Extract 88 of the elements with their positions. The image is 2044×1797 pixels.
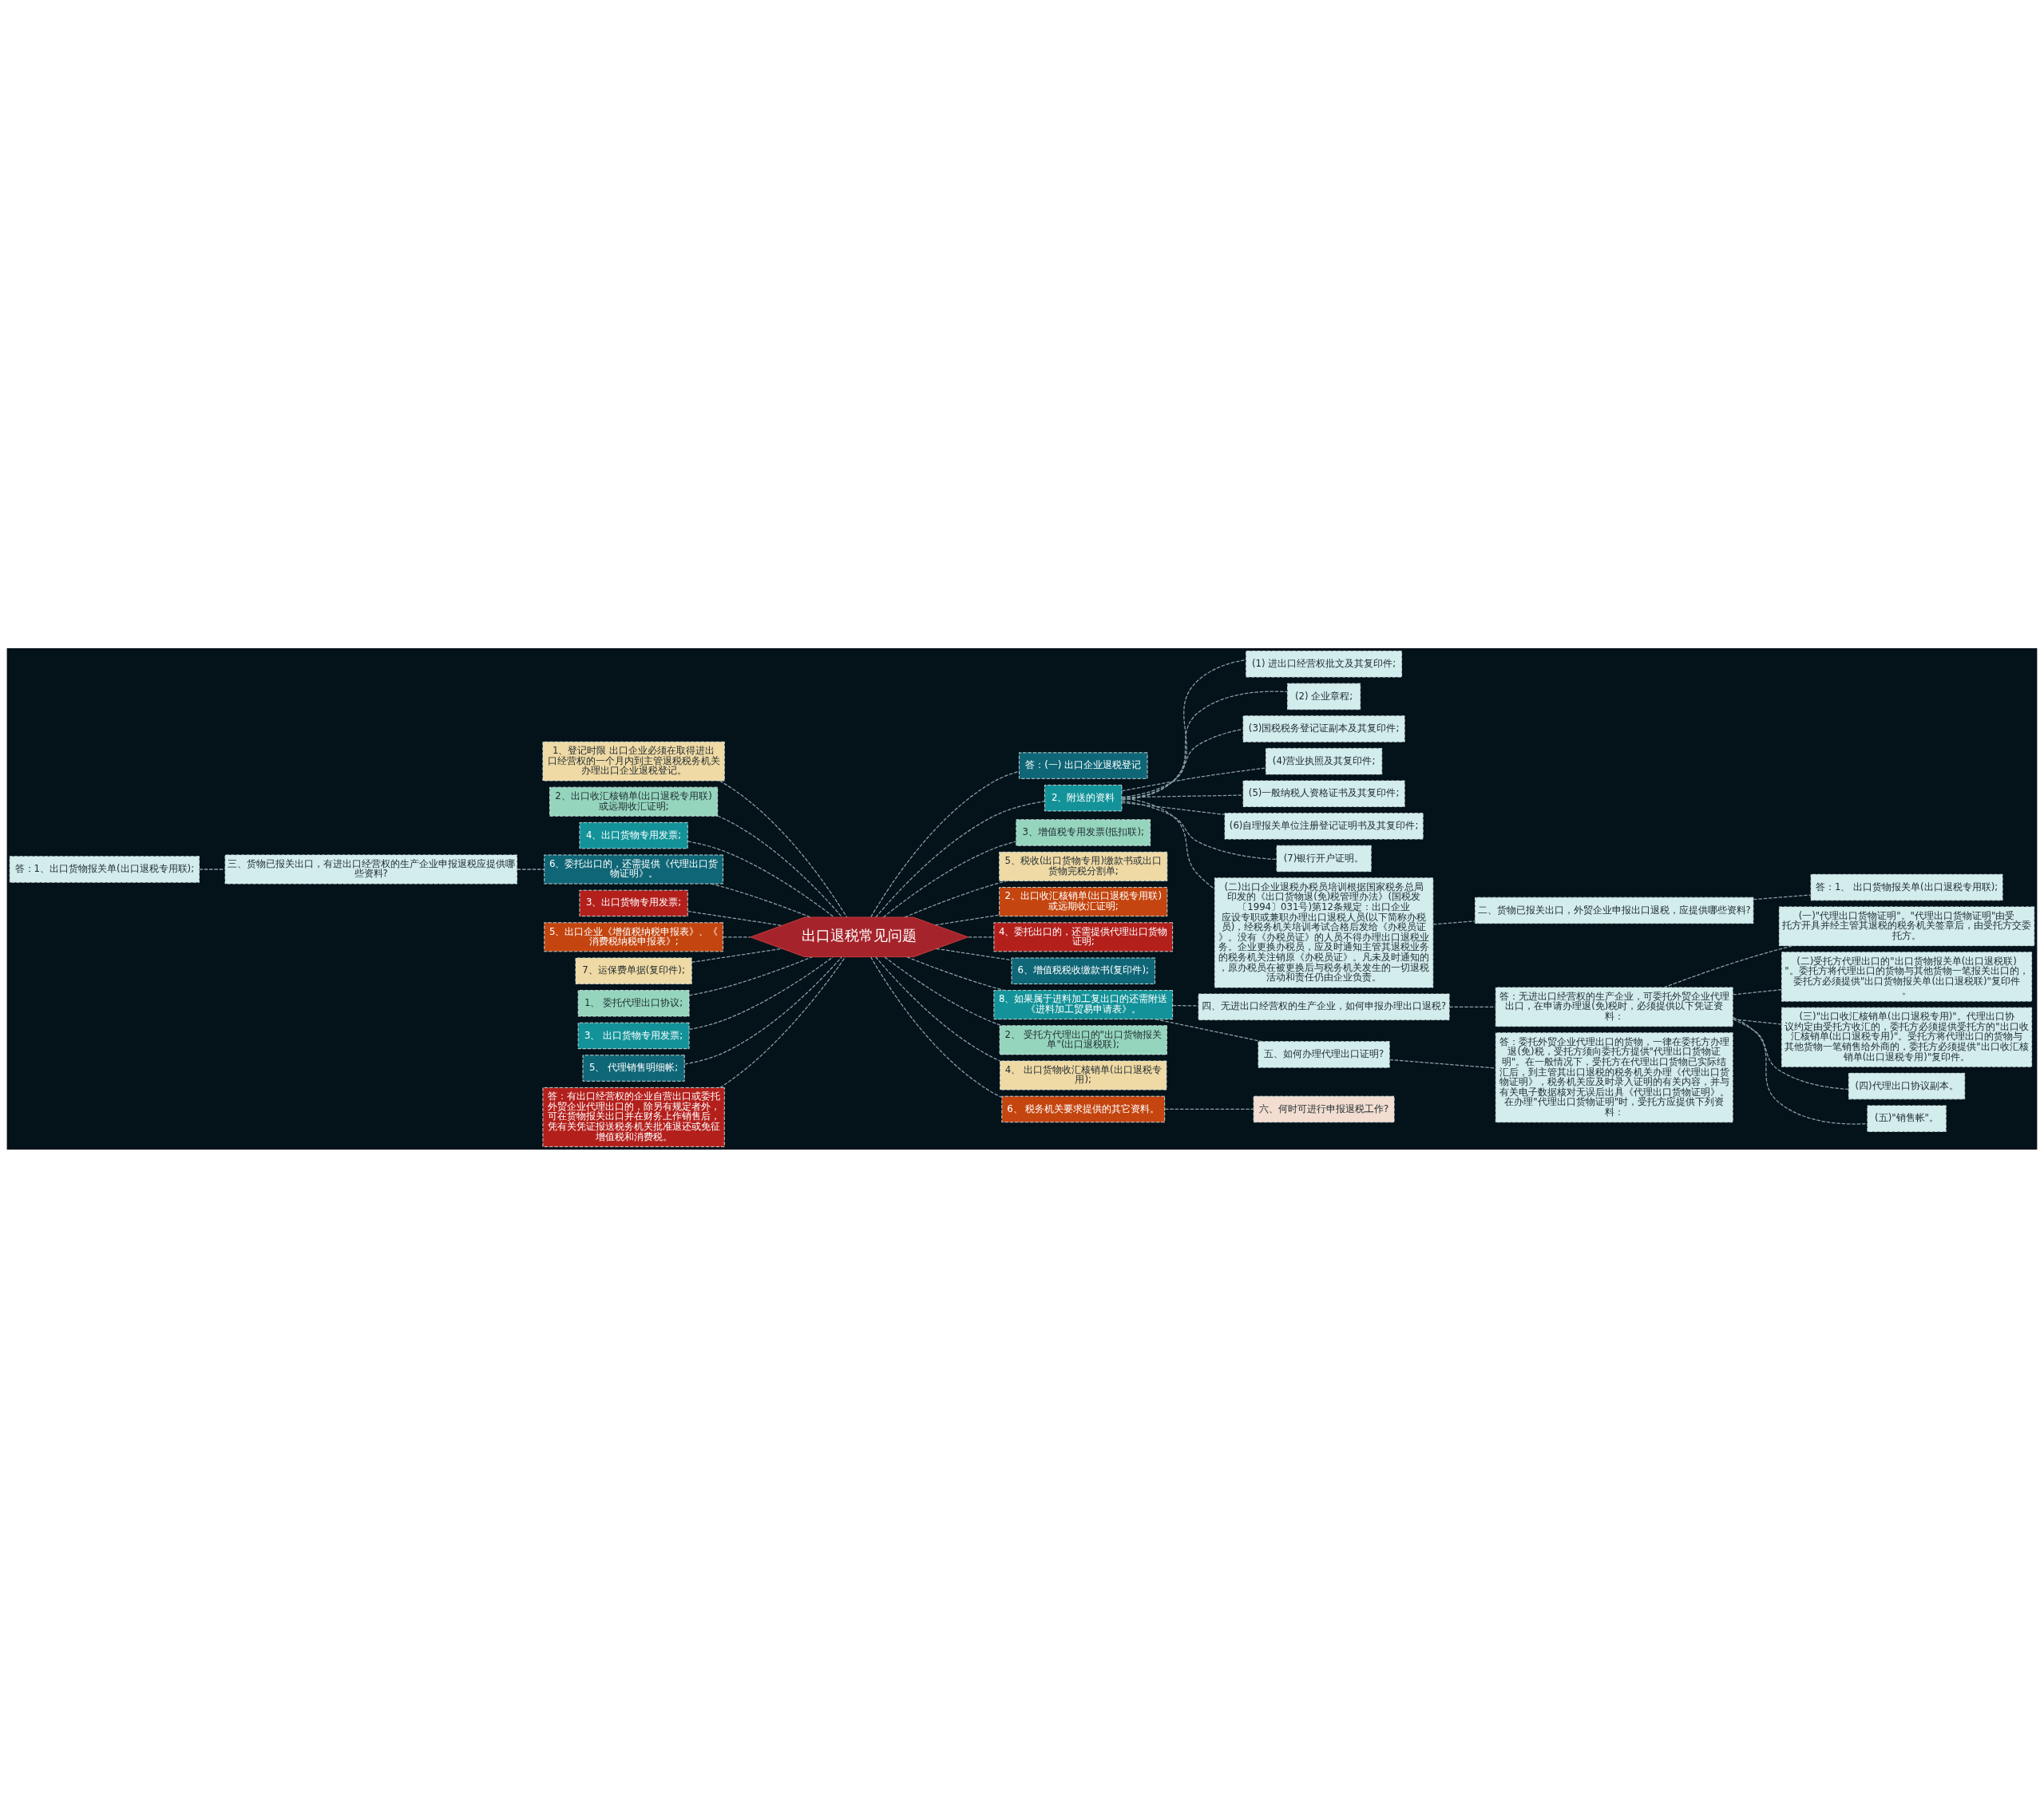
connector <box>875 800 1046 918</box>
node-box: 6、增值税税收缴款书(复印件); <box>1011 957 1155 984</box>
node-box: 2、附送的资料 <box>1044 784 1123 811</box>
connector <box>719 956 846 1088</box>
node-box: 答：1、出口货物报关单(出口退税专用联); <box>9 855 200 883</box>
node-box: 答：(一) 出口企业退税登记 <box>1019 751 1148 779</box>
connector <box>935 948 1012 960</box>
connector <box>516 868 545 870</box>
connector <box>1121 766 1266 791</box>
connector <box>875 956 1001 1062</box>
node-box: 答：委托外贸企业代理出口的货物，一律在委托方办理退(免)税，受托方须向委托方提供"代理出口货物证明"。在一般情况下，受托方在代理出口货物已实际结汇后，到主管其出口退税的税务机关办理《代理出口货物证明》，税务机关应及时录入证明的有关内容，并与有关电子数据核对无误后出具《代理出口货物证明》。在办理"代理出口货物证明"时，受托方应提供下列资料： <box>1495 1031 1733 1122</box>
node-box: 3、增值税专用发票(抵扣联); <box>1016 818 1151 846</box>
node-box: 答：有出口经营权的企业自营出口或委托外贸企业代理出口的，除另有规定者外，可在货物报关出口并在财务上作销售后，凭有关凭证报送税务机关批准退还或免征增值税和消费税。 <box>542 1087 725 1147</box>
connector <box>884 956 1002 1026</box>
node-box: 2、出口收汇核销单(出口退税专用联)或远期收汇证明; <box>549 786 719 817</box>
connector <box>1448 1006 1496 1007</box>
node-box: 四、无进出口经营权的生产企业，如何申报办理出口退税? <box>1198 993 1450 1020</box>
connector <box>1121 690 1289 800</box>
node-box: (二)出口企业退税办税员培训根据国家税务总局印发的《出口货物退(免)税管理办法》(国税发〔1994〕031号)第12条规定：出口企业应设专职或兼职办理出口退税人员(以下简称办税员)，经税务机关培训考试合格后发给《办税员证》。没有《办税员证》的人员不得办理出口退税业务。企业更换办税员，应及时通知主管其退税业务的税务机关注销原《办税员证》。凡未及时通知的，原办税员在被更换后与税务机关发生的一切退税活动和责任仍由企业负责。 <box>1214 877 1434 988</box>
node-box: 五、如何办理代理出口证明? <box>1258 1040 1390 1068</box>
node-box: 六、何时可进行申报退税工作? <box>1253 1095 1395 1122</box>
connector <box>934 914 1000 925</box>
connector <box>882 840 1017 918</box>
node-box: (2) 企业章程; <box>1287 683 1361 710</box>
node-box: 7、运保费单据(复印件); <box>575 957 692 984</box>
connector <box>1432 920 1476 925</box>
connector <box>719 780 848 917</box>
node-box: (四)代理出口协议副本。 <box>1848 1072 1966 1099</box>
node-box: (7)银行开户证明。 <box>1276 845 1372 872</box>
node-box: 8、如果属于进料加工复出口的还需附送《进料加工贸易申请表》。 <box>993 989 1174 1019</box>
connector <box>710 882 811 917</box>
connector <box>1172 1004 1199 1007</box>
connector <box>1121 800 1278 860</box>
node-box: (1) 进出口经营权批文及其复印件; <box>1246 650 1402 678</box>
node-box: 3、 出口货物专用发票; <box>577 1022 690 1049</box>
connector <box>723 936 751 937</box>
connector <box>1732 988 1783 995</box>
node-box: (一)"代理出口货物证明"。"代理出口货物证明"由受托方开具并经主管其退税的税务机关签章后，由受托方交委托方。 <box>1778 906 2035 946</box>
connector <box>1389 1059 1496 1069</box>
connector <box>1732 1016 1868 1125</box>
node-box: 6、委托出口的，还需提供《代理出口货物证明》。 <box>544 854 723 884</box>
node-box: (4)营业执照及其复印件; <box>1266 747 1383 774</box>
connector <box>688 956 834 1030</box>
node-box: (三)"出口收汇核销单(出口退税专用)"。代理出口协议约定由受托方收汇的，委托方必须提供受托方的"出口收汇核销单(出口退税专用)"。受托方将代理出口的货物与其他货物一笔销售给外商的，委托方必须提供"出口收汇核销单(出口退税专用)"复印件。 <box>1781 1007 2033 1067</box>
connector <box>691 948 782 963</box>
connector <box>688 956 813 995</box>
node-box: (6)自理报关单位注册登记证明书及其复印件; <box>1224 812 1424 840</box>
node-box: 2、 受托方代理出口的"出口货物报关单"(出口退税联); <box>999 1024 1167 1055</box>
connector <box>1164 1108 1254 1110</box>
connector <box>1121 797 1215 889</box>
connector <box>869 956 1003 1098</box>
node-box: 2、出口收汇核销单(出口退税专用联)或远期收汇证明; <box>999 886 1168 916</box>
connector <box>1121 802 1226 815</box>
connector <box>198 868 226 870</box>
connector <box>1155 1018 1263 1042</box>
node-box: 1、登记时限 出口企业必须在取得进出口经营权的一个月内到主管退税税务机关办理出口企业退税登记。 <box>542 741 725 781</box>
connector <box>683 956 842 1065</box>
connector <box>904 880 1008 918</box>
node-box: (5)一般纳税人资格证书及其复印件; <box>1242 780 1405 807</box>
connector <box>1663 944 1794 988</box>
connector <box>1753 893 1812 900</box>
node-box: 二、货物已报关出口，外贸企业申报出口退税，应提供哪些资料? <box>1475 897 1754 924</box>
connector <box>687 910 782 926</box>
node-box: 5、税收(出口货物专用)缴款书或出口货物完税分割单; <box>999 851 1168 881</box>
connector <box>1732 1018 1849 1090</box>
node-box: 答：无进出口经营权的生产企业，可委托外贸企业代理出口，在申请办理退(免)税时，必须提供以下凭证资料： <box>1495 987 1733 1027</box>
node-box: 1、 委托代理出口协议; <box>577 989 690 1016</box>
node-box: (二)受托方代理出口的"出口货物报关单(出口退税联)"。委托方将代理出口的货物与其他货物一笔报关出口的，委托方必须提供"出口货物报关单(出口退税联)"复印件。 <box>1781 951 2033 1002</box>
node-box: 4、委托出口的，还需提供代理出口货物证明; <box>993 921 1174 952</box>
node-box: 4、出口货物专用发票; <box>579 821 688 849</box>
node-box: (3)国税税务登记证副本及其复印件; <box>1242 714 1405 742</box>
node-box: 答：1、 出口货物报关单(出口退税专用联); <box>1810 873 2003 900</box>
node-box: 3、出口货物专用发票; <box>579 889 688 916</box>
connector <box>1121 794 1244 798</box>
connector <box>1732 1018 1783 1025</box>
connector <box>1121 659 1247 800</box>
node-box: 6、 税务机关要求提供的其它资料。 <box>1001 1095 1166 1122</box>
node-box: 三、货物已报关出口，有进出口经营权的生产企业申报退税应提供哪些资料? <box>224 854 517 884</box>
connector <box>968 936 995 937</box>
node-box: 5、 代理销售明细帐; <box>582 1054 685 1082</box>
connector <box>717 814 843 918</box>
connector <box>687 840 835 917</box>
node-box: (五)"销售帐"。 <box>1867 1105 1947 1132</box>
connector <box>906 956 1005 991</box>
node-box: 4、 出口货物收汇核销单(出口退税专用); <box>1000 1060 1167 1090</box>
connector <box>870 770 1020 917</box>
connector <box>1121 728 1244 798</box>
node-box: 5、出口企业《增值税纳税申报表》、《消费税纳税申报表》; <box>544 921 723 952</box>
